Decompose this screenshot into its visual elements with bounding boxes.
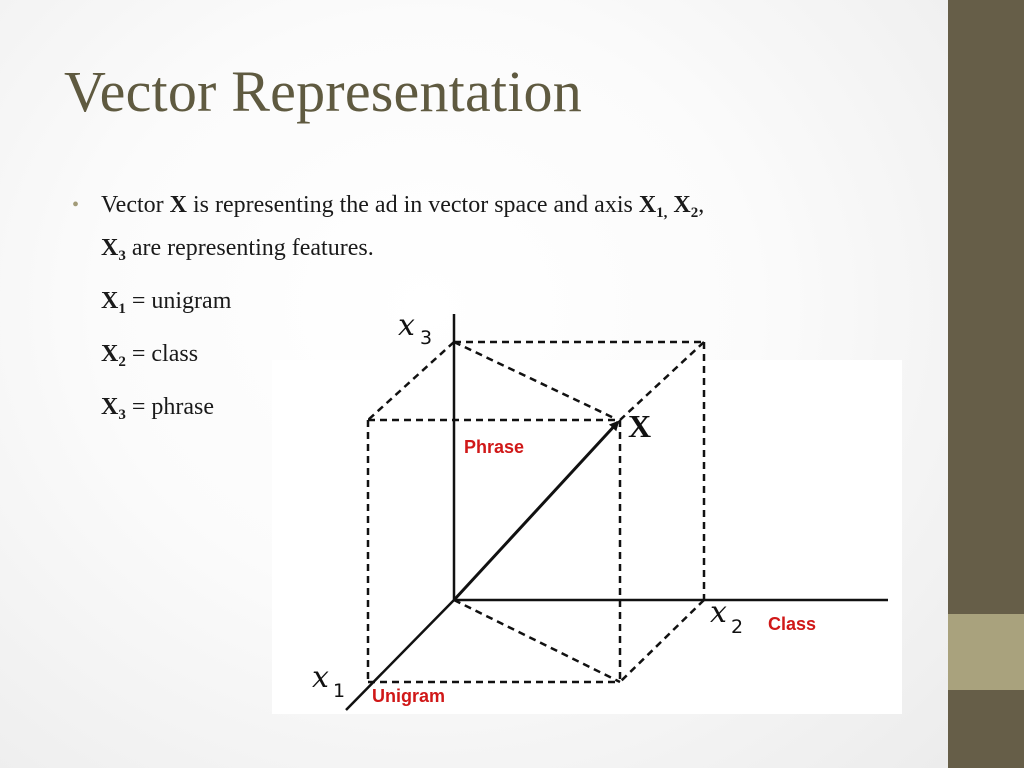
definition-symbol: X: [101, 394, 119, 420]
vector-space-diagram: x 3 x 2 x 1 Phrase Class Unigram X: [270, 300, 905, 718]
x2-axis-subscript: 2: [731, 616, 743, 638]
dashed-edge: [453, 340, 615, 420]
definition-x3: X3 = phrase: [72, 390, 912, 433]
axis3-term: X3: [101, 235, 126, 264]
definition-subscript: 3: [118, 407, 126, 423]
vector-space-svg: x 3 x 2 x 1 Phrase Class Unigram X: [272, 308, 902, 714]
bullet-comma: ,: [698, 192, 705, 218]
decorative-side-accent: [948, 614, 1024, 690]
phrase-feature-label: Phrase: [464, 437, 524, 457]
bullet-text-end: are representing features.: [125, 235, 374, 261]
x1-axis-subscript: 1: [333, 680, 345, 702]
bullet-text-middle: is representing the ad in vector space a…: [186, 192, 639, 218]
vector-symbol: X: [169, 192, 187, 218]
x3-axis-subscript: 3: [420, 327, 432, 349]
axis2-subscript: 2: [690, 205, 699, 221]
projection-box-dashed: [366, 340, 706, 684]
dashed-edge: [367, 341, 455, 421]
bullet-text-intro: Vector: [101, 192, 170, 218]
x3-axis-symbol: x: [398, 308, 415, 343]
vector-x-arrow: [452, 420, 620, 602]
axis3-subscript: 3: [118, 248, 126, 264]
unigram-feature-label: Unigram: [372, 686, 445, 706]
x1-axis-line: [345, 599, 455, 711]
axis2-term: X2: [673, 192, 699, 221]
x1-axis-symbol: x: [312, 660, 329, 695]
bullet-item: • Vector X is representing the ad in vec…: [72, 188, 912, 274]
definition-text: = unigram: [125, 288, 232, 314]
dashed-edge: [619, 599, 705, 683]
x2-axis-symbol: x: [710, 595, 727, 630]
axis3-symbol: X: [101, 235, 119, 261]
axis2-symbol: X: [673, 192, 691, 218]
definition-x1: X1 = unigram: [72, 284, 912, 327]
definition-text: = phrase: [125, 394, 215, 420]
diagram-panel: [272, 360, 902, 714]
slide-title: Vector Representation: [64, 59, 582, 124]
definition-subscript: 1: [118, 301, 126, 317]
definition-symbol: X: [101, 288, 119, 314]
axis1-subscript: 1,: [656, 205, 668, 221]
slide-content: • Vector X is representing the ad in vec…: [72, 188, 912, 433]
definition-x2: X2 = class: [72, 337, 912, 380]
vector-x-label: X: [628, 408, 651, 444]
dashed-edge: [453, 598, 621, 684]
class-feature-label: Class: [768, 614, 816, 634]
definition-text: = class: [125, 341, 199, 367]
definition-subscript: 2: [118, 354, 126, 370]
bullet-dot-icon: •: [72, 194, 80, 216]
axis1-symbol: X: [638, 192, 657, 218]
axis1-term: X1,: [638, 192, 668, 221]
definition-symbol: X: [101, 341, 119, 367]
